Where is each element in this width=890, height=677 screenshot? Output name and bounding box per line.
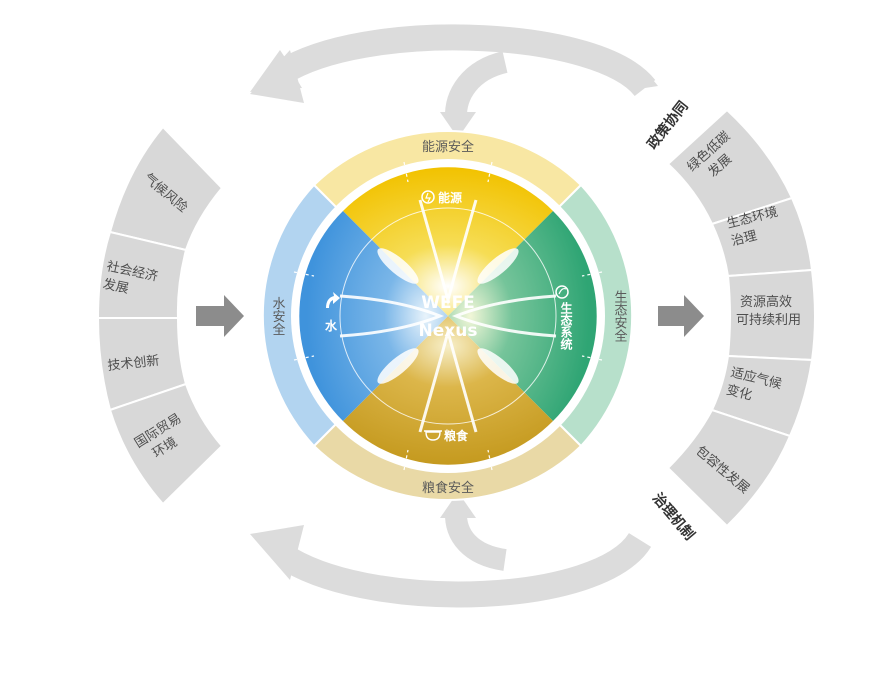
policy-coordination-label: 政策协同 bbox=[644, 98, 692, 153]
energy-icon bbox=[421, 190, 435, 204]
water-label: 水 bbox=[325, 318, 338, 333]
nexus-core: 能源 水 生态系统 粮食 WEFE Nexus bbox=[293, 161, 603, 471]
food-label: 粮食 bbox=[444, 428, 469, 443]
ecosystem-security-label: 生态安全 bbox=[612, 290, 628, 342]
center-title-line1: WEFE bbox=[421, 293, 475, 313]
left-input-arrow bbox=[196, 295, 244, 337]
right-outcomes-panel: 绿色低碳发展 生态环境治理 资源高效可持续利用 适应气候变化 包容性发展 bbox=[666, 108, 816, 528]
energy-security-label: 能源安全 bbox=[422, 139, 474, 155]
water-security-label: 水安全 bbox=[270, 297, 286, 336]
outcome-resource-efficiency: 资源高效可持续利用 bbox=[736, 294, 801, 328]
driver-tech-innovation: 技术创新 bbox=[107, 353, 160, 374]
left-drivers-panel: 气候风险 社会经济发展 技术创新 国际贸易环境 bbox=[96, 125, 224, 506]
top-circulation-arrow bbox=[250, 24, 658, 138]
water-icon bbox=[326, 292, 340, 308]
food-security-label: 粮食安全 bbox=[422, 480, 474, 496]
food-icon bbox=[424, 430, 442, 441]
right-output-arrow bbox=[658, 295, 704, 337]
energy-label: 能源 bbox=[438, 190, 462, 205]
ecosystem-icon bbox=[555, 285, 569, 299]
bottom-circulation-arrow bbox=[250, 492, 652, 608]
ecosystem-label: 生态系统 bbox=[559, 301, 573, 351]
center-title-line2: Nexus bbox=[419, 321, 478, 341]
governance-mechanism-label: 治理机制 bbox=[649, 490, 698, 544]
